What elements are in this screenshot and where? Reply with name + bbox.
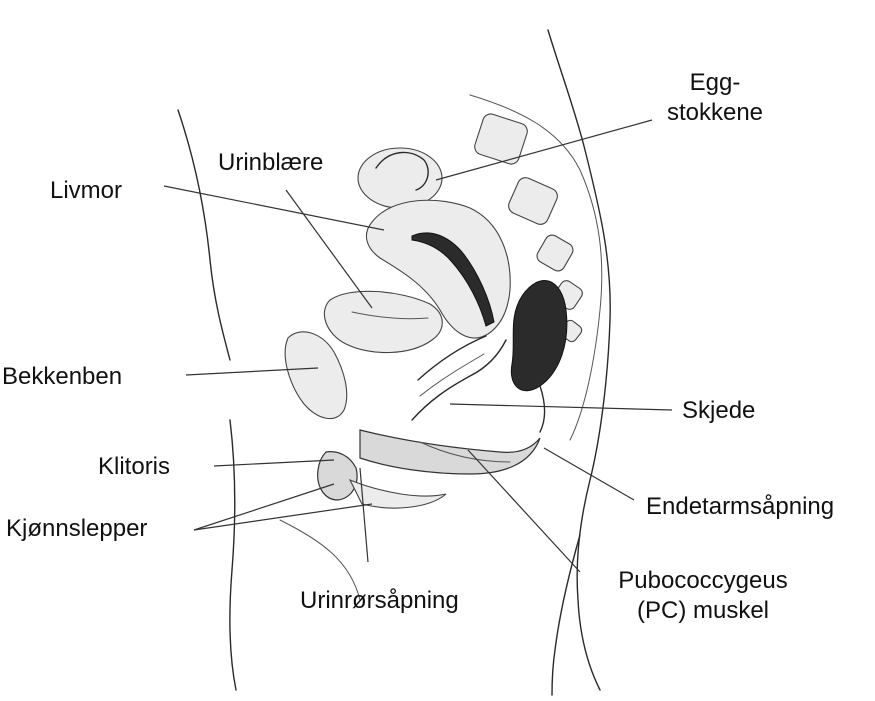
- label-urinblaere: Urinblære: [218, 148, 323, 178]
- label-pubococcygeus: Pubococcygeus (PC) muskel: [590, 566, 816, 626]
- rectum: [511, 280, 567, 432]
- leader-skjede: [450, 404, 672, 410]
- label-bekkenben: Bekkenben: [2, 362, 122, 392]
- leader-urinblaere: [286, 190, 372, 308]
- leader-pubococcygeus: [468, 450, 580, 572]
- vagina: [412, 336, 506, 420]
- vertebra-2: [506, 175, 560, 227]
- label-endetarmsapning: Endetarmsåpning: [646, 492, 834, 522]
- leader-urinrorsapning: [360, 468, 368, 562]
- thigh-outline-back: [552, 535, 580, 695]
- label-livmor: Livmor: [50, 176, 122, 206]
- thigh-outline-front: [230, 420, 236, 690]
- leader-kjonnslepper-2: [194, 504, 372, 530]
- label-pubococcygeus-line1: Pubococcygeus: [590, 566, 816, 596]
- label-eggstokkene-line2: stokkene: [640, 98, 790, 128]
- label-eggstokkene: Egg- stokkene: [640, 68, 790, 128]
- label-klitoris: Klitoris: [98, 452, 170, 482]
- label-urinrorsapning: Urinrørsåpning: [300, 586, 459, 616]
- label-skjede: Skjede: [682, 396, 755, 426]
- pubic-bone: [285, 332, 347, 419]
- vertebra-3: [535, 233, 576, 274]
- leader-endetarmsapning: [544, 448, 634, 500]
- pelvic-floor: [360, 430, 540, 474]
- bladder: [324, 291, 442, 352]
- label-pubococcygeus-line2: (PC) muskel: [590, 596, 816, 626]
- label-kjonnslepper: Kjønnslepper: [6, 514, 147, 544]
- ovary: [358, 148, 442, 208]
- vertebra-1: [473, 112, 530, 166]
- label-eggstokkene-line1: Egg-: [640, 68, 790, 98]
- leader-klitoris: [214, 460, 334, 466]
- leader-livmor: [164, 186, 384, 230]
- leader-kjonnslepper-1: [194, 484, 334, 530]
